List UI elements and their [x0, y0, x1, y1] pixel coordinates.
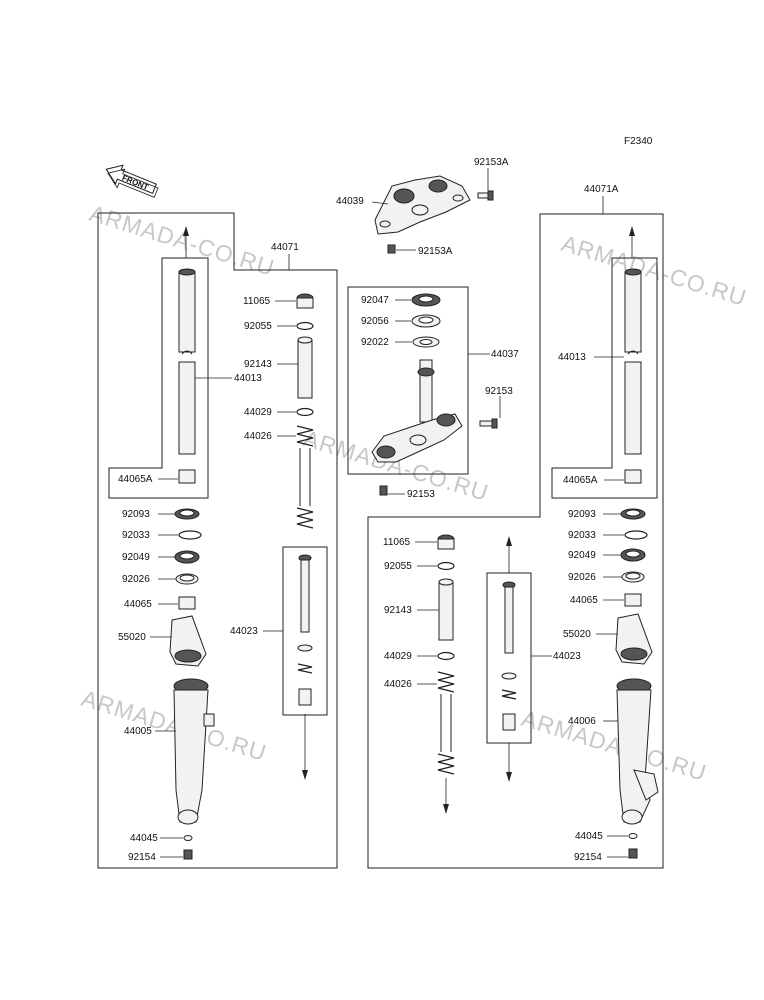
part-label: 92153	[407, 489, 435, 500]
part-label: 92055	[244, 321, 272, 332]
washer-ring	[175, 573, 199, 585]
fork-cap	[437, 534, 455, 550]
washer-ring	[621, 571, 645, 583]
part-label: 44026	[384, 679, 412, 690]
part-label: 44065	[124, 599, 152, 610]
figure-code: F2340	[624, 136, 653, 147]
top-bracket	[374, 175, 471, 235]
part-label: 44039	[336, 196, 364, 207]
stem-bolt	[479, 418, 498, 429]
part-label: 44023	[553, 651, 581, 662]
guide-bush	[178, 469, 196, 484]
spring-washer	[437, 651, 455, 661]
part-label: 92026	[568, 572, 596, 583]
o-ring	[296, 321, 314, 331]
part-label: 44005	[124, 726, 152, 737]
part-label: 11065	[243, 296, 271, 307]
part-label: 92055	[384, 561, 412, 572]
front-arrow-icon: FRONT	[105, 164, 159, 198]
part-label: 44065A	[563, 475, 598, 486]
part-label: 92093	[122, 509, 150, 520]
watermark: ARMADA-CO.RU	[87, 200, 278, 281]
part-label: 92153A	[418, 246, 453, 257]
part-label: 44071	[271, 242, 299, 253]
part-label: 92093	[568, 509, 596, 520]
part-label: 92153A	[474, 157, 509, 168]
slide-bush	[178, 596, 196, 610]
part-label: 44026	[244, 431, 272, 442]
part-label: 44071A	[584, 184, 619, 195]
part-label: 92033	[568, 530, 596, 541]
retaining-clip	[178, 530, 202, 540]
part-label: 92049	[122, 552, 150, 563]
part-label: 92056	[361, 316, 389, 327]
part-label: 44013	[234, 373, 262, 384]
part-label: 44006	[568, 716, 596, 727]
gasket	[628, 833, 638, 839]
top-bracket-bolt	[477, 190, 494, 201]
drain-bolt	[628, 848, 638, 859]
dust-seal	[174, 508, 200, 520]
fork-cover	[615, 613, 653, 665]
fork-cap	[296, 293, 314, 309]
drain-bolt	[183, 849, 193, 860]
part-label: 92143	[384, 605, 412, 616]
retaining-clip	[624, 530, 648, 540]
spring-collar	[297, 336, 313, 399]
right-fork-group: 44071A 44013 44065A 92093 92033	[367, 184, 664, 869]
gasket	[183, 835, 193, 841]
stem-bolt	[379, 485, 388, 496]
part-label: 92154	[574, 852, 602, 863]
part-label: 92033	[122, 530, 150, 541]
steering-stem	[371, 359, 463, 463]
watermark: ARMADA-CO.RU	[559, 230, 750, 311]
damper-cylinder	[501, 581, 517, 731]
steering-washer	[412, 336, 440, 348]
part-label: 44029	[384, 651, 412, 662]
part-label: 92022	[361, 337, 389, 348]
fork-spring	[296, 425, 314, 529]
part-label: 44065A	[118, 474, 153, 485]
watermark: ARMADA-CO.RU	[519, 705, 710, 786]
steering-bearing	[411, 314, 441, 328]
part-label: 44065	[570, 595, 598, 606]
inner-tube	[624, 268, 642, 455]
part-label: 44037	[491, 349, 519, 360]
oil-seal	[174, 550, 200, 564]
part-label: 92049	[568, 550, 596, 561]
dust-seal	[620, 508, 646, 520]
fork-cover	[169, 615, 207, 667]
part-label: 44023	[230, 626, 258, 637]
part-label: 11065	[383, 537, 411, 548]
part-label: 55020	[563, 629, 591, 640]
stem-assy-box	[347, 286, 469, 475]
part-label: 92154	[128, 852, 156, 863]
part-label: 55020	[118, 632, 146, 643]
steering-nut	[411, 293, 441, 307]
part-label: 92026	[122, 574, 150, 585]
part-label: 92143	[244, 359, 272, 370]
part-label: 44013	[558, 352, 586, 363]
outer-tube	[173, 678, 215, 825]
part-label: 92153	[485, 386, 513, 397]
inner-tube	[178, 268, 196, 455]
damper-cylinder	[297, 554, 313, 706]
part-label: 44029	[244, 407, 272, 418]
top-bracket-bolt	[387, 244, 396, 254]
outer-tube	[616, 678, 659, 825]
spring-collar	[438, 578, 454, 641]
part-label: 44045	[130, 833, 158, 844]
o-ring	[437, 561, 455, 571]
spring-washer	[296, 407, 314, 417]
fork-spring	[437, 671, 455, 775]
slide-bush	[624, 593, 642, 607]
part-label: 92047	[361, 295, 389, 306]
oil-seal	[620, 548, 646, 562]
guide-bush	[624, 469, 642, 484]
part-label: 44045	[575, 831, 603, 842]
left-fork-group: 44071 44013 44065A 92093 92033	[97, 212, 338, 869]
